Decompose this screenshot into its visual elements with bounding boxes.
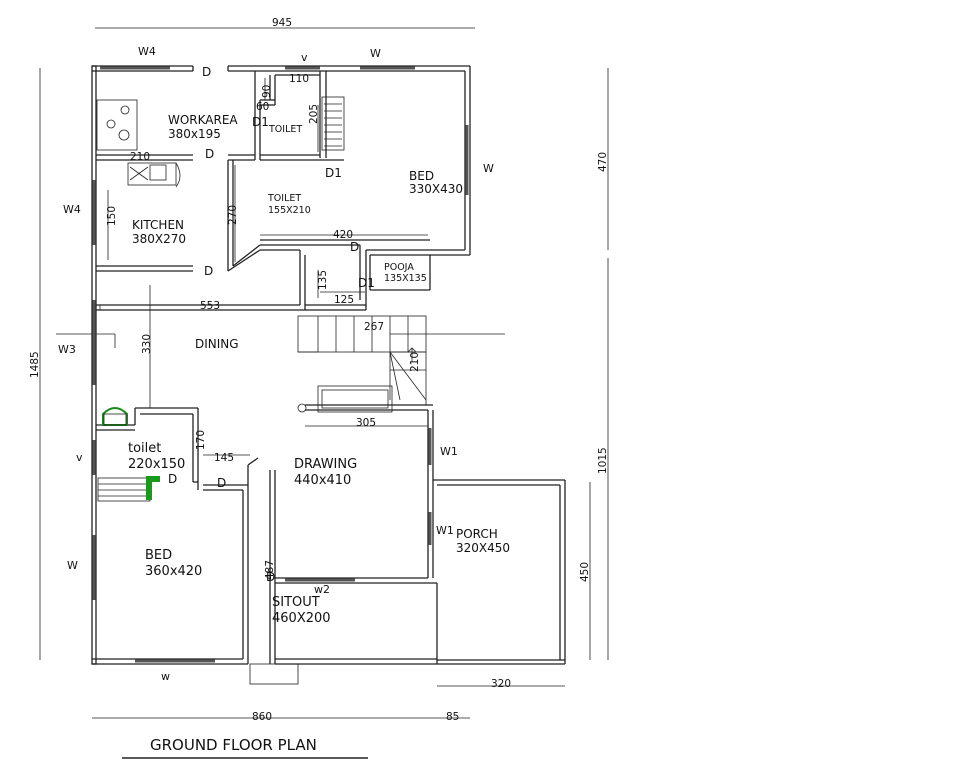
dim-110: 110	[289, 73, 309, 85]
room-porch-name: PORCH	[456, 527, 498, 541]
room-porch-size: 320X450	[456, 541, 510, 555]
staircase	[297, 315, 505, 413]
window-w3-left: W3	[58, 343, 76, 356]
dim-60: 60	[256, 101, 269, 113]
door-labels: D D1 D D1 D D D1 D D D	[168, 65, 375, 584]
room-kitchen-name: KITCHEN	[132, 218, 184, 232]
room-bed-bottom-size: 360x420	[145, 564, 202, 579]
door-kitchen-bottom: D	[204, 264, 213, 278]
room-pooja-name: POOJA	[384, 262, 414, 273]
window-w-top: W	[370, 47, 381, 60]
room-drawing-name: DRAWING	[294, 457, 357, 472]
room-kitchen-size: 380X270	[132, 232, 186, 246]
door-d1-pooja: D1	[358, 276, 375, 290]
dim-305: 305	[356, 417, 376, 429]
dim-145: 145	[214, 452, 234, 464]
walls	[91, 65, 566, 685]
dim-porch-width: 320	[491, 678, 511, 690]
dim-bottom-width: 860	[252, 711, 272, 723]
room-workarea-size: 380x195	[168, 127, 221, 141]
window-w-right: W	[483, 162, 494, 175]
room-toilet-top-name: TOILET	[268, 124, 302, 135]
dim-420: 420	[333, 229, 353, 241]
room-drawing-size: 440x410	[294, 473, 351, 488]
door-bed-bottom: D	[350, 240, 359, 254]
room-bed-top-name: BED	[409, 169, 434, 183]
dim-right-top: 470	[597, 152, 609, 172]
room-bed-top-size: 330X430	[409, 182, 463, 196]
dim-170: 170	[195, 430, 207, 450]
door-sitout: D	[266, 570, 275, 584]
dim-porch-height: 450	[579, 562, 591, 582]
room-labels: WORKAREA 380x195 KITCHEN 380X270 TOILET …	[128, 113, 510, 626]
door-toilet-bottom: D	[168, 472, 177, 486]
room-toilet-mid-name: TOILET	[267, 193, 301, 204]
dim-553: 553	[200, 300, 220, 312]
window-v-left: v	[76, 451, 83, 464]
window-w-bottom: w	[161, 670, 170, 683]
window-w1-upper: W1	[440, 445, 458, 458]
room-sitout-size: 460X200	[272, 611, 331, 626]
room-sitout-name: SITOUT	[272, 595, 320, 610]
dim-205: 205	[308, 104, 320, 124]
window-w4-top: W4	[138, 45, 156, 58]
window-w2: w2	[314, 583, 330, 596]
dim-270: 270	[227, 205, 239, 225]
window-w-left: W	[67, 559, 78, 572]
dim-bottom-extra: 85	[446, 711, 459, 723]
dim-90: 90	[261, 85, 273, 98]
window-w1-lower: W1	[436, 524, 454, 537]
door-bed-left: D	[217, 476, 226, 490]
door-d1-toilet: D1	[252, 115, 269, 129]
room-pooja-size: 135X135	[384, 273, 427, 284]
dim-right-bottom: 1015	[597, 447, 609, 474]
room-toilet-mid-size: 155X210	[268, 205, 311, 216]
dim-210-stair: 210	[409, 352, 421, 372]
window-w4-left: W4	[63, 203, 81, 216]
room-workarea-name: WORKAREA	[168, 113, 238, 127]
dim-267: 267	[364, 321, 384, 333]
dim-overall-height: 1485	[29, 351, 41, 378]
dim-330: 330	[141, 334, 153, 354]
dimension-texts: 945 1485 470 1015 450 320 860 85 110 90 …	[29, 17, 609, 723]
room-dining-name: DINING	[195, 337, 239, 351]
dimension-lines	[39, 27, 609, 719]
door-d1-bed: D1	[325, 166, 342, 180]
window-marks	[92, 66, 469, 663]
room-bed-bottom-name: BED	[145, 548, 172, 563]
dim-125: 125	[334, 294, 354, 306]
room-toilet-bottom-name: toilet	[128, 441, 161, 456]
plan-title: GROUND FLOOR PLAN	[150, 736, 317, 754]
fixtures	[56, 78, 428, 502]
dim-487: 487	[264, 560, 276, 580]
dim-overall-width: 945	[272, 17, 292, 29]
window-labels: W4 v W W W4 W3 v W w W1 W1 w2	[58, 45, 494, 683]
room-toilet-bottom-size: 220x150	[128, 457, 185, 472]
dim-150-kitchen: 150	[106, 206, 118, 226]
window-v-top: v	[301, 51, 308, 64]
door-workarea-top: D	[202, 65, 211, 79]
plan-title-group: GROUND FLOOR PLAN	[122, 736, 368, 759]
dim-210-kitchen: 210	[130, 151, 150, 163]
door-workarea-kitchen: D	[205, 147, 214, 161]
dim-135: 135	[317, 270, 329, 290]
